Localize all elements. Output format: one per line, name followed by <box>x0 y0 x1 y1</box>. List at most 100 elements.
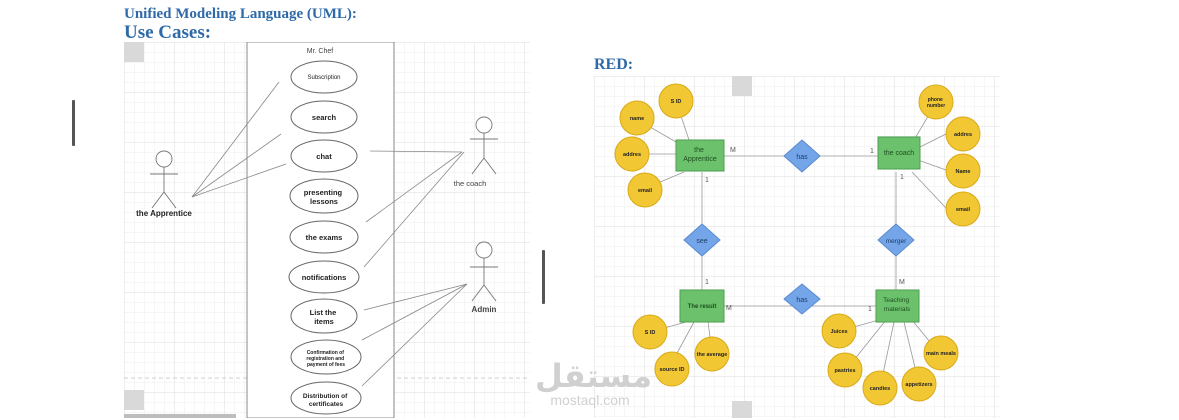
attribute-label: the average <box>697 352 728 358</box>
use-case-label: notifications <box>302 273 347 282</box>
entity-label: The result <box>688 304 717 310</box>
horizontal-scrollbar[interactable] <box>124 414 236 418</box>
use-case-label-line: registration and <box>306 356 344 362</box>
attribute-pastries[interactable]: pastries <box>827 352 863 388</box>
use-case-label: the exams <box>306 233 343 242</box>
watermark-arabic: مستقل <box>535 357 653 395</box>
cardinality-label: 1 <box>705 279 709 286</box>
use-case-diagram: Mr. Chef Subscription search chat presen… <box>124 42 530 418</box>
entity-label-line: the <box>694 147 704 154</box>
attribute-sid-result[interactable]: S ID <box>632 314 668 350</box>
attribute-addres-apprentice[interactable]: addres <box>614 136 650 172</box>
attribute-label: addres <box>954 132 972 138</box>
watermark-latin: mostaql.com <box>550 392 630 408</box>
relationship-see[interactable]: see <box>683 223 721 257</box>
system-name: Mr. Chef <box>307 48 334 55</box>
cardinality-label: M <box>899 279 905 286</box>
use-case-label-line: payment of fees <box>307 362 345 368</box>
use-case-notifications[interactable]: notifications <box>288 260 360 294</box>
use-case-label-line: certificates <box>309 401 344 408</box>
relationship-label: see <box>696 238 707 245</box>
attribute-juices[interactable]: Juices <box>821 313 857 349</box>
use-case-search[interactable]: search <box>290 100 358 134</box>
attribute-appetizers[interactable]: appetizers <box>901 366 937 402</box>
attribute-email-coach[interactable]: email <box>945 191 981 227</box>
corner-handle[interactable] <box>732 76 752 96</box>
attribute-label: email <box>956 207 971 213</box>
uml-title: Unified Modeling Language (UML): <box>124 6 357 22</box>
cardinality-label: 1 <box>705 177 709 184</box>
use-case-the-exams[interactable]: the exams <box>289 220 359 254</box>
attribute-label-line: phone <box>928 97 943 103</box>
cardinality-label: 1 <box>868 306 872 313</box>
use-case-label-line: items <box>314 317 334 326</box>
use-case-label: chat <box>316 152 332 161</box>
entity-label: Teaching materials <box>883 297 911 313</box>
entity-result[interactable]: The result <box>679 289 725 323</box>
use-case-chat[interactable]: chat <box>290 139 358 173</box>
attribute-label: name <box>630 116 644 122</box>
use-case-presenting-lessons[interactable]: presenting lessons <box>289 178 359 214</box>
attribute-label: S ID <box>671 99 682 105</box>
attribute-label-line: number <box>927 103 945 109</box>
er-diagram: M 1 1 1 1 M M 1 has see merger has the A… <box>594 76 1000 418</box>
attribute-label: candies <box>870 386 890 392</box>
scroll-indicator[interactable] <box>542 250 545 304</box>
entity-teaching-materials[interactable]: Teaching materials <box>875 289 920 323</box>
entity-label-line: Teaching <box>883 297 909 304</box>
attribute-sid-apprentice[interactable]: S ID <box>658 83 694 119</box>
cardinality-label: M <box>726 305 732 312</box>
attribute-candies[interactable]: candies <box>862 370 898 406</box>
red-heading: RED: <box>594 56 634 73</box>
actor-coach[interactable] <box>470 116 498 175</box>
actor-label: Admin <box>472 305 497 314</box>
corner-handle[interactable] <box>124 390 144 410</box>
attribute-source-id[interactable]: source ID <box>654 351 690 387</box>
attribute-the-average[interactable]: the average <box>694 336 730 372</box>
use-case-label: List the items <box>310 308 339 326</box>
attribute-label: Juices <box>830 329 847 335</box>
relationship-merger[interactable]: merger <box>877 223 915 257</box>
actor-apprentice[interactable] <box>150 150 178 209</box>
cardinality-label: 1 <box>870 148 874 155</box>
use-case-label: Confirmation of registration and payment… <box>306 350 345 368</box>
relationship-has-top[interactable]: has <box>783 139 821 173</box>
attribute-name[interactable]: name <box>619 100 655 136</box>
cardinality-label: 1 <box>900 174 904 181</box>
entity-label-line: Apprentice <box>683 156 717 163</box>
use-case-distribution-of-certificates[interactable]: Distribution of certificates <box>290 381 362 415</box>
attribute-label: phone number <box>927 97 945 109</box>
entity-label-line: materials <box>884 306 911 313</box>
use-case-label-line: presenting <box>304 188 343 197</box>
cardinality-label: M <box>730 147 736 154</box>
use-case-list-the-items[interactable]: List the items <box>290 298 358 334</box>
entity-apprentice[interactable]: the Apprentice <box>675 139 725 172</box>
use-case-label-line: Confirmation of <box>307 350 345 356</box>
attribute-label: appetizers <box>905 382 932 388</box>
attribute-label: main meals <box>926 351 956 357</box>
use-case-label: Subscription <box>307 75 340 81</box>
use-case-label-line: Distribution of <box>303 393 348 400</box>
actor-label: the Apprentice <box>136 209 192 218</box>
entity-label: the coach <box>884 150 914 157</box>
association-lines <box>191 81 468 387</box>
attribute-label: S ID <box>645 330 656 336</box>
relationship-label: merger <box>886 238 907 245</box>
attribute-phone-number[interactable]: phone number <box>918 84 954 120</box>
entity-coach[interactable]: the coach <box>877 136 921 170</box>
attribute-name-coach[interactable]: Name <box>945 153 981 189</box>
attribute-addres-coach[interactable]: addres <box>945 116 981 152</box>
use-case-label-line: lessons <box>310 197 338 206</box>
use-case-confirmation[interactable]: Confirmation of registration and payment… <box>290 339 362 375</box>
attribute-main-meals[interactable]: main meals <box>923 335 959 371</box>
attribute-label: addres <box>623 152 641 158</box>
use-case-subscription[interactable]: Subscription <box>290 60 358 94</box>
attribute-email-apprentice[interactable]: email <box>627 172 663 208</box>
actor-admin[interactable] <box>470 241 498 302</box>
scroll-indicator[interactable] <box>72 100 75 146</box>
attribute-label: pastries <box>834 368 855 374</box>
relationship-has-bottom[interactable]: has <box>783 283 821 315</box>
corner-handle[interactable] <box>732 401 752 418</box>
corner-handle[interactable] <box>124 42 144 62</box>
attribute-label: source ID <box>659 367 684 373</box>
